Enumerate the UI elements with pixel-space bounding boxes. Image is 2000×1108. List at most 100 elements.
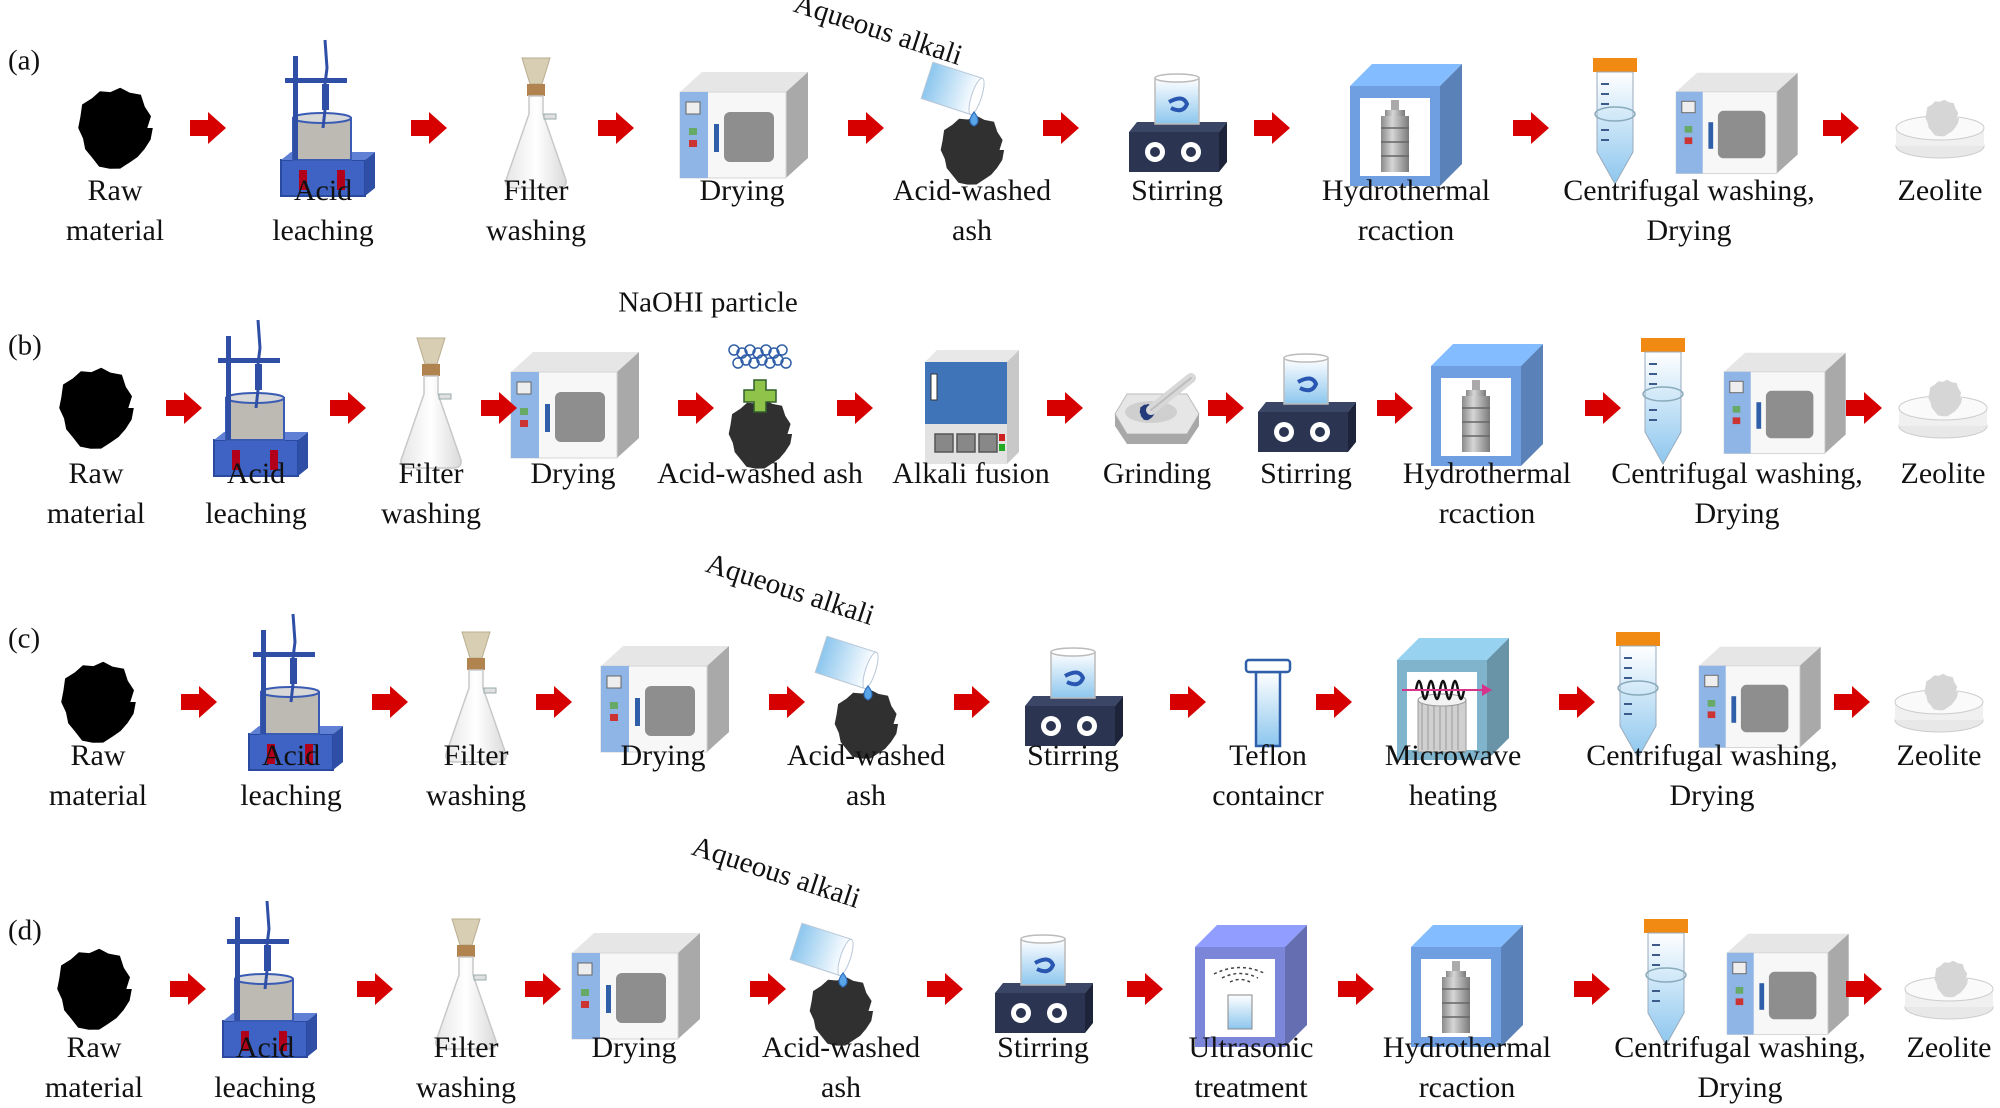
step-label: Drying xyxy=(1694,497,1780,530)
acid-washed-ash-alkali-icon xyxy=(814,635,899,759)
step-label: Centrifugal washing, xyxy=(1586,739,1838,772)
step-label: containcr xyxy=(1212,779,1324,812)
step-label: rcaction xyxy=(1438,497,1536,530)
step-label: Drying xyxy=(1697,1071,1783,1104)
step-label: Microwave xyxy=(1384,739,1522,772)
hydrothermal-autoclave-icon xyxy=(1411,925,1523,1047)
flow-arrow-icon xyxy=(170,973,206,1005)
step-label: Hydrothermal xyxy=(1402,457,1572,490)
step-label: Drying xyxy=(1646,214,1732,247)
step-label: Stirring xyxy=(1027,739,1119,772)
centrifuge-oven-icon xyxy=(1641,338,1846,466)
step-label: Acid xyxy=(293,174,353,207)
step-label: Acid-washed xyxy=(761,1031,921,1064)
teflon-container-icon xyxy=(1244,658,1292,748)
drying-oven-icon xyxy=(571,933,700,1040)
flow-arrow-icon xyxy=(1846,392,1882,424)
flow-arrow-icon xyxy=(1574,973,1610,1005)
step-label: rcaction xyxy=(1418,1071,1516,1104)
flow-arrow-icon xyxy=(357,973,393,1005)
acid-washed-ash-naoh-icon xyxy=(728,344,793,469)
magnetic-stirrer-icon xyxy=(1129,73,1227,172)
step-label: Drying xyxy=(620,739,706,772)
step-label: leaching xyxy=(272,214,374,247)
step-label: heating xyxy=(1408,779,1498,812)
step-label: leaching xyxy=(214,1071,316,1104)
acid-leaching-icon xyxy=(248,613,343,771)
step-label: Teflon xyxy=(1229,739,1307,772)
step-label: treatment xyxy=(1194,1071,1308,1104)
flow-arrow-icon xyxy=(1585,392,1621,424)
step-label: Ultrasonic xyxy=(1188,1031,1314,1064)
flow-arrow-icon xyxy=(1254,112,1290,144)
step-label: Hydrothermal xyxy=(1382,1031,1552,1064)
acid-leaching-icon xyxy=(222,900,317,1058)
zeolite-dish-icon xyxy=(1898,379,1988,439)
step-label: Acid xyxy=(261,739,321,772)
flow-arrow-icon xyxy=(190,112,226,144)
flow-arrow-icon xyxy=(481,392,517,424)
flow-arrow-icon xyxy=(769,686,805,718)
flow-arrow-icon xyxy=(1513,112,1549,144)
flow-arrow-icon xyxy=(954,686,990,718)
step-label: Centrifugal washing, xyxy=(1611,457,1863,490)
microwave-heating-icon xyxy=(1397,638,1509,760)
step-label: leaching xyxy=(205,497,307,530)
flow-arrow-icon xyxy=(1823,112,1859,144)
magnetic-stirrer-icon xyxy=(995,934,1093,1033)
step-label: Filter xyxy=(433,1031,499,1064)
step-label: material xyxy=(65,214,165,247)
flow-arrow-icon xyxy=(1047,392,1083,424)
centrifuge-oven-icon xyxy=(1616,632,1821,760)
acid-washed-ash-alkali-icon xyxy=(920,61,1005,185)
step-label: Raw xyxy=(68,457,124,490)
raw-material-icon xyxy=(78,87,153,169)
flow-arrow-icon xyxy=(1559,686,1595,718)
raw-material-icon xyxy=(59,367,134,449)
step-label: Alkali fusion xyxy=(892,457,1050,490)
magnetic-stirrer-icon xyxy=(1258,353,1356,452)
acid-leaching-icon xyxy=(213,319,308,477)
drying-oven-icon xyxy=(679,72,808,179)
flow-arrow-icon xyxy=(1846,973,1882,1005)
raw-material-icon xyxy=(61,661,136,743)
step-label: ash xyxy=(846,779,886,812)
step-label: Stirring xyxy=(997,1031,1089,1064)
row-label: (a) xyxy=(8,44,41,77)
step-label: washing xyxy=(381,497,481,530)
flow-arrow-icon xyxy=(372,686,408,718)
reagent-annotation: NaOHI particle xyxy=(618,286,798,319)
magnetic-stirrer-icon xyxy=(1025,647,1123,746)
filter-flask-icon xyxy=(435,918,497,1050)
step-label: rcaction xyxy=(1357,214,1455,247)
flow-arrow-icon xyxy=(1170,686,1206,718)
flow-arrow-icon xyxy=(330,392,366,424)
filter-flask-icon xyxy=(400,337,462,469)
row-label: (b) xyxy=(8,329,42,362)
step-label: Grinding xyxy=(1102,457,1212,490)
step-label: Zeolite xyxy=(1897,174,1983,207)
flow-arrow-icon xyxy=(1834,686,1870,718)
step-label: Filter xyxy=(503,174,569,207)
step-label: Zeolite xyxy=(1906,1031,1992,1064)
ultrasonic-treatment-icon xyxy=(1195,925,1307,1047)
flow-arrow-icon xyxy=(1208,392,1244,424)
row-label: (d) xyxy=(8,914,42,947)
step-label: Drying xyxy=(530,457,616,490)
step-label: Centrifugal washing, xyxy=(1614,1031,1866,1064)
step-label: Zeolite xyxy=(1896,739,1982,772)
step-label: washing xyxy=(486,214,586,247)
row-label: (c) xyxy=(8,622,41,655)
drying-oven-icon xyxy=(510,352,639,459)
flow-arrow-icon xyxy=(848,112,884,144)
step-label: Drying xyxy=(1669,779,1755,812)
step-label: ash xyxy=(952,214,992,247)
filter-flask-icon xyxy=(505,57,567,189)
flow-arrow-icon xyxy=(598,112,634,144)
step-label: material xyxy=(46,497,146,530)
flow-arrow-icon xyxy=(837,392,873,424)
flow-arrow-icon xyxy=(927,973,963,1005)
step-label: leaching xyxy=(240,779,342,812)
acid-washed-ash-alkali-icon xyxy=(789,922,874,1046)
